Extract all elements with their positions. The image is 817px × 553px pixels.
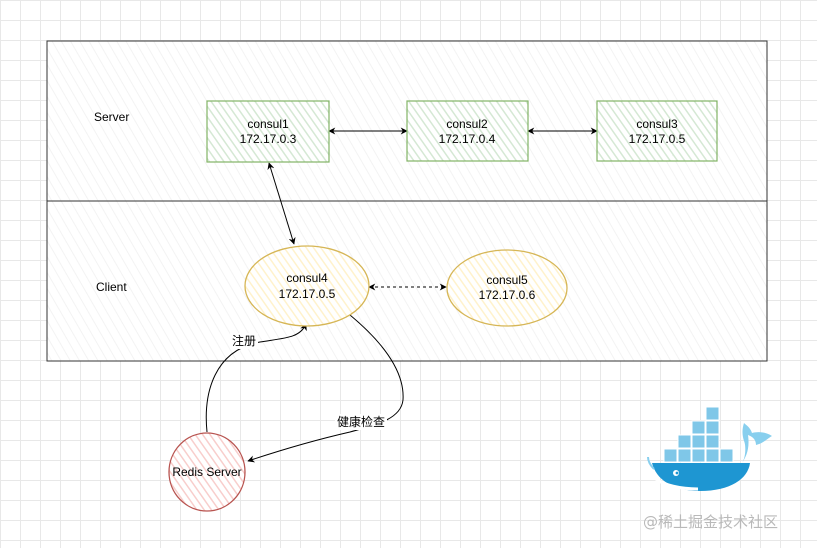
health-check-label-bg [335,414,387,430]
consul1-ip: 172.17.0.3 [240,132,297,146]
edge-consul1-consul4 [267,162,296,245]
node-consul5[interactable]: consul5 172.17.0.6 [446,249,568,327]
node-redis-server[interactable]: Redis Server [168,432,246,512]
consul1-name: consul1 [247,117,289,131]
consul3-ip: 172.17.0.5 [629,132,686,146]
node-consul2[interactable]: consul2 172.17.0.4 [406,100,529,162]
node-consul3[interactable]: consul3 172.17.0.5 [596,100,718,162]
register-label: 注册 [232,333,256,348]
consul3-name: consul3 [636,117,678,131]
consul2-name: consul2 [446,117,488,131]
consul4-ip: 172.17.0.5 [279,287,336,301]
watermark-text: @稀土掘金技术社区 [643,513,779,531]
node-consul4[interactable]: consul4 172.17.0.5 [244,245,370,327]
node-consul1[interactable]: consul1 172.17.0.3 [206,100,330,163]
consul4-name: consul4 [286,271,328,285]
health-check-label: 健康检查 [337,414,385,429]
client-zone-label: Client [96,280,127,294]
docker-whale-icon [647,406,772,491]
client-zone [46,200,768,362]
consul5-ip: 172.17.0.6 [479,288,536,302]
register-label-bg [230,333,258,349]
consul2-ip: 172.17.0.4 [439,132,496,146]
redis-name: Redis Server [172,465,241,479]
consul5-name: consul5 [486,273,528,287]
server-zone-label: Server [94,110,129,124]
